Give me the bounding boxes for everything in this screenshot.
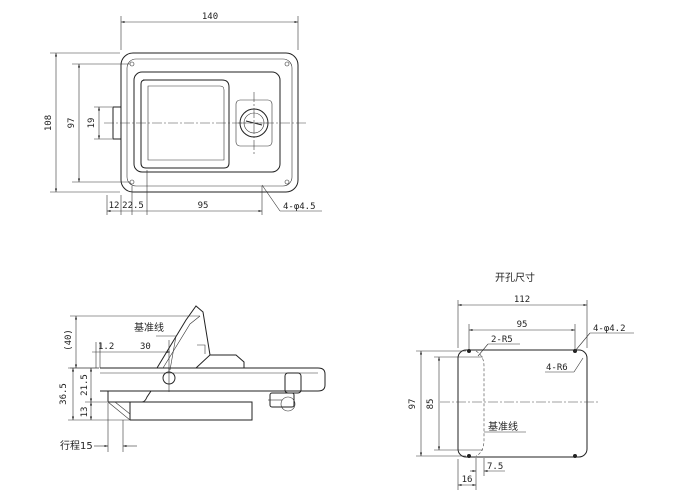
dim-height-108: 108 [44, 115, 54, 131]
paddle-inner-edge [147, 85, 225, 161]
side-lock-body [284, 372, 302, 394]
cutout-outline [457, 349, 588, 458]
dim-width-140: 140 [202, 12, 218, 22]
radius-2-r5: 2-R5 [491, 335, 513, 345]
dim-95: 95 [198, 201, 209, 211]
dim-97-cutout: 97 [408, 399, 418, 410]
cutout-reference-line-label: 基准线 [488, 420, 518, 433]
dim-95-cutout: 95 [517, 320, 528, 330]
body-outline [133, 71, 281, 173]
flange-inner-outline [126, 58, 293, 187]
cutout-notch [475, 350, 485, 457]
cutout-view: 开孔尺寸 112 95 2-R5 4-φ4.2 4- [408, 271, 634, 490]
dim-112: 112 [514, 295, 530, 305]
dim-40: (40) [64, 329, 74, 351]
paddle-handle [140, 79, 230, 169]
cutout-title: 开孔尺寸 [495, 271, 535, 284]
dim-13: 13 [80, 407, 90, 418]
stroke-label: 行程15 [60, 439, 93, 452]
top-view: 140 108 97 19 12 22.5 95 4-φ4.5 [44, 12, 322, 215]
dim-height-97: 97 [67, 118, 77, 129]
flange-outline [120, 52, 299, 193]
dim-85: 85 [426, 399, 436, 410]
dim-36-5: 36.5 [59, 383, 69, 405]
dim-22-5: 22.5 [122, 201, 144, 211]
holes-4-phi-4-2: 4-φ4.2 [593, 324, 626, 334]
side-view: (40) 1.2 30 基准线 36.5 21.5 13 行程15 [59, 305, 326, 452]
side-body-lower [129, 401, 253, 421]
raised-handle [156, 305, 211, 369]
hinge [210, 354, 245, 368]
dim-21-5: 21.5 [80, 374, 90, 396]
dim-1-2: 1.2 [98, 342, 114, 352]
radius-4-r6: 4-R6 [546, 363, 568, 373]
dim-12: 12 [109, 201, 120, 211]
holes-label: 4-φ4.5 [283, 202, 316, 212]
dim-7-5: 7.5 [487, 462, 503, 472]
side-reference-line-label: 基准线 [134, 321, 164, 334]
dim-16: 16 [462, 475, 473, 485]
side-flange [100, 367, 326, 392]
side-body [107, 390, 152, 403]
dim-30: 30 [140, 342, 151, 352]
dim-slot-19: 19 [87, 118, 97, 129]
